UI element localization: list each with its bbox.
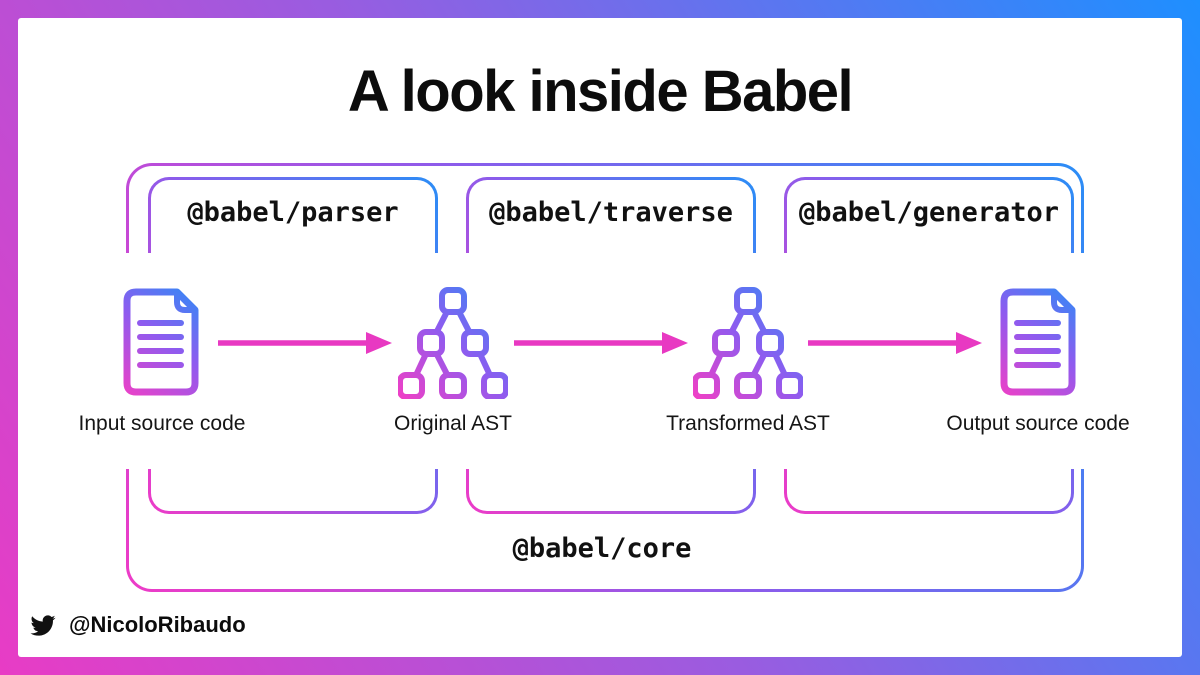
diagram-band <box>106 253 1094 469</box>
ast-tree-icon <box>397 287 509 404</box>
babel-parser-label: @babel/parser <box>187 197 399 228</box>
twitter-handle: @NicoloRibaudo <box>69 612 246 637</box>
babel-traverse-label: @babel/traverse <box>489 197 733 228</box>
babel-generator-label: @babel/generator <box>798 197 1060 228</box>
document-icon <box>997 287 1079 402</box>
ast-tree-icon <box>692 287 804 404</box>
pipeline-caption: Input source code <box>78 412 246 435</box>
document-icon <box>120 287 202 402</box>
arrow-right-icon <box>512 330 688 361</box>
pipeline-caption: Output source code <box>946 412 1130 435</box>
twitter-bird-icon <box>28 613 58 638</box>
arrow-right-icon <box>216 330 392 361</box>
arrow-right-icon <box>806 330 982 361</box>
slide-title: A look inside Babel <box>347 59 854 124</box>
footer: @NicoloRibaudo <box>28 610 246 640</box>
pipeline-caption: Transformed AST <box>666 412 830 435</box>
pipeline-caption: Original AST <box>394 412 512 435</box>
babel-core-label: @babel/core <box>512 533 692 564</box>
